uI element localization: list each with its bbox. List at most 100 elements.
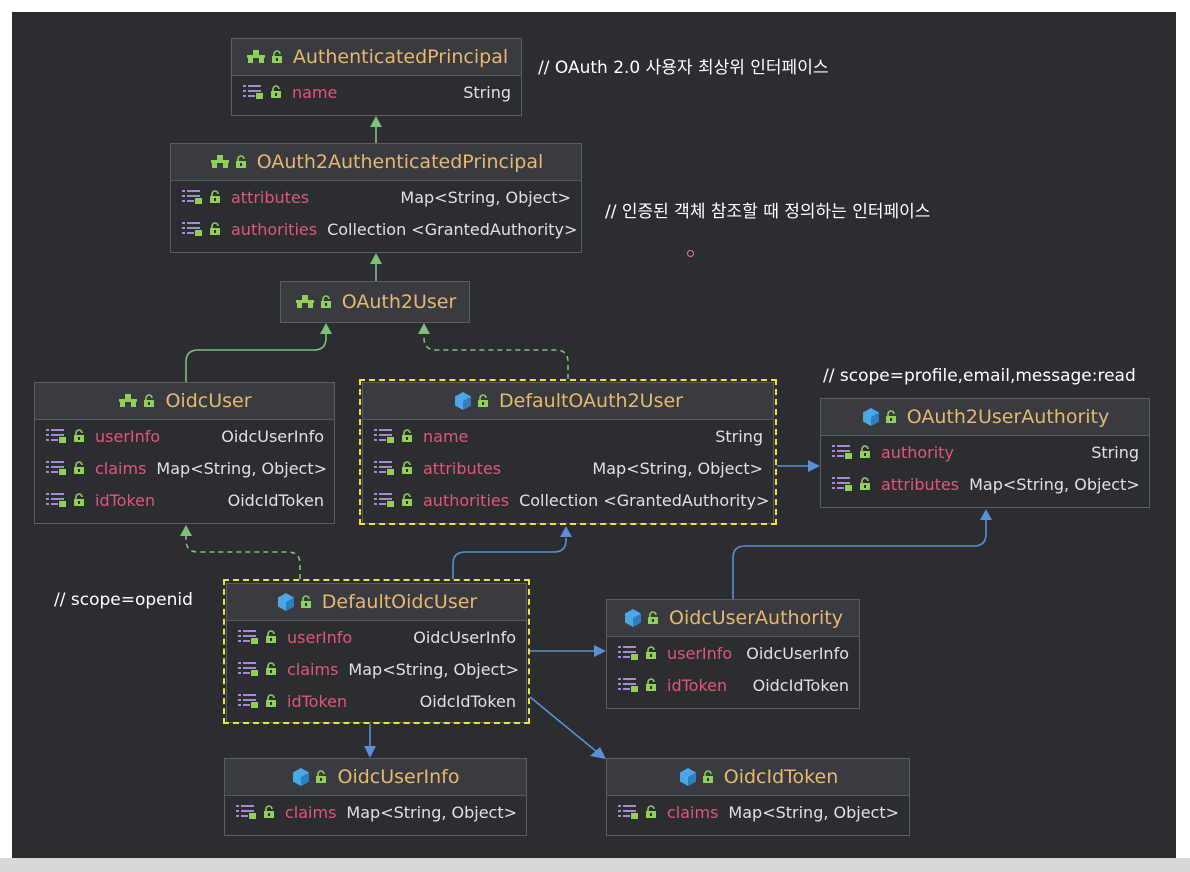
field-icon [45, 428, 67, 444]
class-name: DefaultOidcUser [321, 591, 478, 613]
field-type: Map<String, Object> [400, 187, 571, 207]
class-box-oidc-user-authority[interactable]: OidcUserAuthority userInfo OidcUserInfo … [606, 599, 860, 709]
class-icon [276, 592, 296, 612]
lock-icon [320, 295, 332, 309]
class-name: OAuth2User [341, 291, 457, 313]
field-icon [181, 189, 203, 205]
diagram-canvas: AuthenticatedPrincipal name String OAuth… [12, 12, 1176, 858]
class-header: OAuth2AuthenticatedPrincipal [171, 144, 581, 181]
lock-icon [270, 85, 282, 99]
field-name: attributes [423, 458, 502, 478]
lock-icon [271, 50, 283, 64]
lock-icon [73, 429, 85, 443]
lock-icon [477, 394, 489, 408]
field-row: idToken OidcIdToken [227, 685, 526, 717]
class-box-oidc-user[interactable]: OidcUser userInfo OidcUserInfo claims Ma… [34, 382, 335, 524]
comment-principal-interface: // 인증된 객체 참조할 때 정의하는 인터페이스 [605, 202, 931, 222]
field-name: name [423, 426, 469, 446]
field-name: idToken [667, 675, 728, 695]
edge-extends-line [732, 520, 987, 599]
field-name: userInfo [95, 426, 161, 446]
class-name: DefaultOAuth2User [499, 390, 683, 412]
field-row: attributes Map<String, Object> [821, 468, 1149, 500]
field-name: claims [667, 802, 719, 822]
field-type: OidcIdToken [419, 691, 516, 711]
field-row: authorities Collection <GrantedAuthority… [363, 484, 773, 516]
field-type: OidcUserInfo [221, 426, 324, 446]
lock-icon [315, 770, 327, 784]
field-icon [242, 84, 264, 100]
lock-icon [645, 805, 657, 819]
field-icon [181, 221, 203, 237]
field-row: name String [232, 76, 521, 108]
arrowhead [980, 509, 992, 520]
class-icon [861, 407, 881, 427]
field-type: Map<String, Object> [728, 802, 900, 822]
field-icon [237, 693, 259, 709]
class-box-oidc-user-info[interactable]: OidcUserInfo claims Map<String, Object> [224, 758, 527, 836]
lock-icon [209, 222, 221, 236]
edge-implements-line [185, 536, 301, 579]
class-header: AuthenticatedPrincipal [232, 39, 521, 76]
field-name: claims [285, 802, 337, 822]
class-icon [678, 767, 698, 787]
lock-icon [702, 770, 714, 784]
lock-icon [859, 445, 871, 459]
class-name: OidcUserAuthority [669, 607, 843, 629]
lock-icon [265, 694, 277, 708]
comment-scope-openid: // scope=openid [54, 590, 193, 610]
arrowhead [418, 323, 430, 334]
field-row: claims Map<String, Object> [35, 452, 334, 484]
class-box-oauth2-user-authority[interactable]: OAuth2UserAuthority authority String att… [820, 398, 1150, 508]
class-box-oauth2-authenticated-principal[interactable]: OAuth2AuthenticatedPrincipal attributes … [170, 143, 582, 253]
lock-icon [645, 646, 657, 660]
lock-icon [73, 493, 85, 507]
edge-extends-line [185, 334, 327, 382]
field-type: Collection <GrantedAuthority> [327, 219, 578, 239]
class-box-oauth2-user[interactable]: OAuth2User [280, 281, 470, 323]
class-name: OidcUserInfo [337, 766, 460, 788]
lock-icon [401, 461, 413, 475]
class-name: AuthenticatedPrincipal [292, 46, 509, 68]
field-type: OidcUserInfo [746, 643, 849, 663]
field-icon [617, 677, 639, 693]
lock-icon [235, 155, 247, 169]
bottom-bar [0, 858, 1190, 872]
field-row: name String [363, 420, 773, 452]
field-icon [831, 476, 853, 492]
class-box-default-oauth2-user[interactable]: DefaultOAuth2User name String attributes… [362, 382, 774, 524]
field-row: attributes Map<String, Object> [363, 452, 773, 484]
field-name: authorities [423, 490, 510, 510]
lock-icon [647, 611, 659, 625]
arrowhead [590, 747, 606, 759]
class-icon [623, 608, 643, 628]
arrowhead [370, 253, 382, 264]
class-header: OAuth2User [281, 282, 469, 322]
field-icon [373, 428, 395, 444]
field-icon [617, 645, 639, 661]
class-name: OAuth2UserAuthority [906, 406, 1110, 428]
class-box-authenticated-principal[interactable]: AuthenticatedPrincipal name String [231, 38, 522, 116]
field-row: attributes Map<String, Object> [171, 181, 581, 213]
lock-icon [143, 394, 155, 408]
class-name: OidcIdToken [723, 766, 839, 788]
comment-top-interface: // OAuth 2.0 사용자 최상위 인터페이스 [538, 58, 829, 78]
field-type: Map<String, Object> [592, 458, 763, 478]
field-name: name [292, 82, 338, 102]
lock-icon [885, 410, 897, 424]
arrowhead [364, 746, 376, 758]
arrowhead [808, 460, 820, 472]
edge-association-line [529, 696, 598, 753]
lock-icon [73, 461, 85, 475]
field-row: authority String [821, 436, 1149, 468]
field-icon [237, 661, 259, 677]
class-box-oidc-id-token[interactable]: OidcIdToken claims Map<String, Object> [606, 758, 910, 836]
field-row: idToken OidcIdToken [35, 484, 334, 516]
interface-icon [209, 154, 231, 170]
class-box-default-oidc-user[interactable]: DefaultOidcUser userInfo OidcUserInfo cl… [226, 583, 527, 723]
arrowhead [560, 526, 572, 537]
field-name: claims [287, 659, 339, 679]
field-type: OidcUserInfo [413, 627, 516, 647]
field-icon [373, 492, 395, 508]
field-type: String [715, 426, 763, 446]
